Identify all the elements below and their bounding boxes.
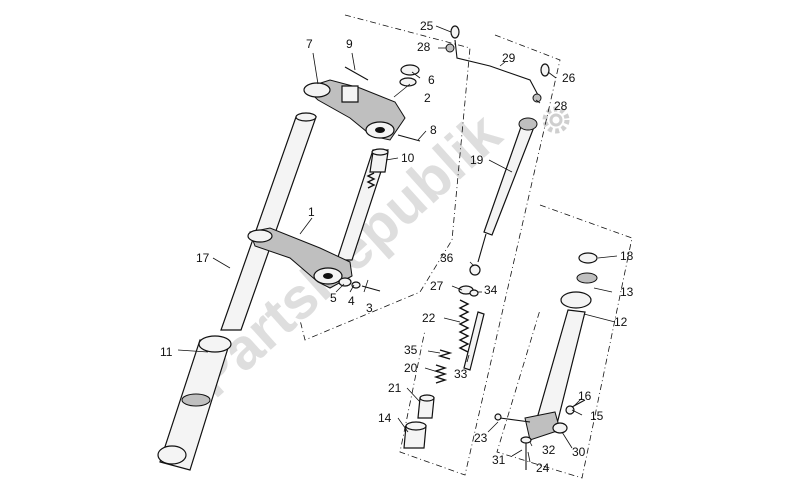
callout-25: 25 xyxy=(420,19,434,33)
callout-33: 33 xyxy=(454,367,468,381)
callout-15: 15 xyxy=(590,409,604,423)
callout-32: 32 xyxy=(542,443,556,457)
callout-3: 3 xyxy=(366,301,373,315)
callout-19: 19 xyxy=(470,153,484,167)
callout-6: 6 xyxy=(428,73,435,87)
callout-28-lower: 28 xyxy=(554,99,568,113)
callout-16: 16 xyxy=(578,389,592,403)
part-17-stanchion xyxy=(220,112,317,331)
part-20-spring xyxy=(433,364,448,384)
callout-labels: 1 2 3 4 5 6 7 8 9 10 11 12 13 14 15 16 1… xyxy=(160,19,634,475)
callout-35: 35 xyxy=(404,343,418,357)
callout-10: 10 xyxy=(401,151,415,165)
callout-1: 1 xyxy=(308,205,315,219)
callout-8: 8 xyxy=(430,123,437,137)
callout-27: 27 xyxy=(430,279,444,293)
part-21-sleeve xyxy=(417,394,435,419)
leader-lines xyxy=(177,25,618,463)
callout-29: 29 xyxy=(502,51,516,65)
callout-14: 14 xyxy=(378,411,392,425)
frame-lower-leg xyxy=(496,204,633,479)
callout-4: 4 xyxy=(348,294,355,308)
callout-28-upper: 28 xyxy=(417,40,431,54)
callout-11: 11 xyxy=(160,345,173,359)
part-22-spring xyxy=(458,299,470,353)
gear-icon xyxy=(542,106,570,134)
callout-22: 22 xyxy=(422,311,436,325)
part-lower-hardware xyxy=(494,399,586,470)
part-10-spring xyxy=(366,172,376,189)
part-7-upper-clamp xyxy=(303,79,406,141)
part-6-nut xyxy=(400,64,420,76)
watermark: PartsRepublik xyxy=(180,100,570,410)
callout-17: 17 xyxy=(196,251,210,265)
part-9-bolt xyxy=(344,66,369,81)
frame-upper xyxy=(299,14,471,341)
part-14-bushing xyxy=(403,421,427,449)
callout-18: 18 xyxy=(620,249,634,263)
part-1-lower-clamp xyxy=(247,227,353,289)
callout-9: 9 xyxy=(346,37,353,51)
part-11-slider xyxy=(157,335,232,471)
callout-7: 7 xyxy=(306,37,313,51)
callout-20: 20 xyxy=(404,361,418,375)
callout-2: 2 xyxy=(424,91,431,105)
callout-36: 36 xyxy=(440,251,454,265)
callout-13: 13 xyxy=(620,285,634,299)
part-2-washer xyxy=(399,77,417,87)
callout-30: 30 xyxy=(572,445,586,459)
part-35-spring xyxy=(437,349,453,360)
part-12-right-slider xyxy=(524,252,598,441)
frame-cartridge xyxy=(399,34,561,476)
part-27-34-washers xyxy=(458,285,479,297)
callout-34: 34 xyxy=(484,283,498,297)
assembly-frames xyxy=(299,14,633,479)
callout-23: 23 xyxy=(474,431,488,445)
part-3-4-5-hardware xyxy=(338,277,381,292)
callout-21: 21 xyxy=(388,381,402,395)
part-19-cartridge xyxy=(477,117,538,263)
callout-12: 12 xyxy=(614,315,628,329)
part-36-nut xyxy=(469,264,481,276)
callout-26: 26 xyxy=(562,71,576,85)
callout-5: 5 xyxy=(330,291,337,305)
callout-24: 24 xyxy=(536,461,550,475)
callout-31: 31 xyxy=(492,453,506,467)
part-8-bolt xyxy=(397,134,421,142)
part-29-pipe xyxy=(445,25,550,103)
part-10-spacer xyxy=(369,148,389,173)
